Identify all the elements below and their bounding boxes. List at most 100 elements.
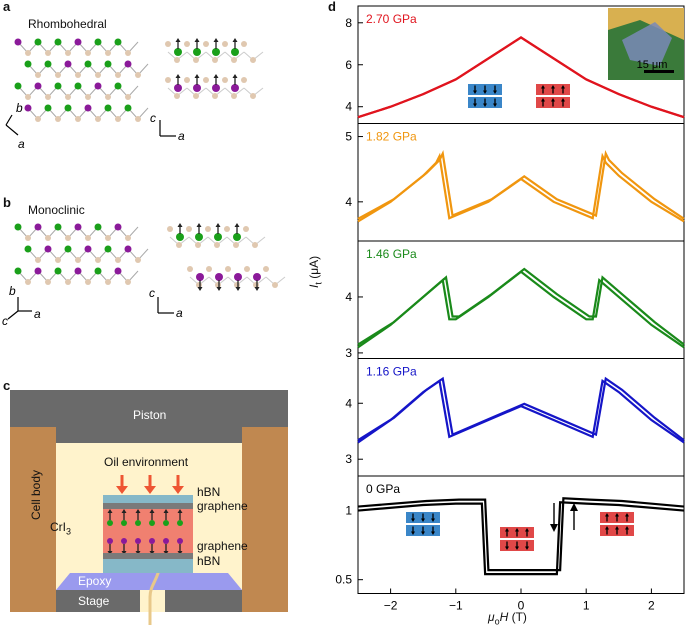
- i-atom: [45, 235, 51, 241]
- epoxy-label: Epoxy: [78, 574, 112, 588]
- monoclinic-top-view: [14, 223, 149, 285]
- i-atom: [25, 279, 31, 285]
- spin-arrowhead: [232, 38, 238, 42]
- i-atom: [125, 235, 131, 241]
- i-atom: [252, 242, 258, 248]
- i-atom: [225, 266, 231, 272]
- cri3-atom: [149, 538, 155, 544]
- y-tick-label: 6: [345, 58, 352, 72]
- rhombohedral-title: Rhombohedral: [28, 17, 107, 31]
- cr-atom: [94, 38, 102, 46]
- monoclinic-lattice-figure: b c a c a: [2, 223, 286, 325]
- spin-arrowhead: [216, 287, 222, 291]
- cr-atom: [24, 60, 32, 68]
- spin-block-arrowhead: [431, 531, 435, 535]
- cr-atom: [74, 82, 82, 90]
- i-atom: [165, 41, 171, 47]
- i-atom: [85, 94, 91, 100]
- i-atom: [222, 41, 228, 47]
- i-atom: [184, 41, 190, 47]
- axes-a-left: [5, 114, 19, 136]
- i-atom: [203, 77, 209, 83]
- spin-block-arrowhead: [421, 531, 425, 535]
- i-atom: [206, 266, 212, 272]
- i-atom: [35, 116, 41, 122]
- spin-arrowhead: [175, 38, 181, 42]
- i-atom: [263, 266, 269, 272]
- y-tick-label: 8: [345, 16, 352, 30]
- cr-atom: [231, 84, 239, 92]
- i-atom: [186, 226, 192, 232]
- y-tick-label: 0.5: [335, 573, 352, 587]
- spin-arrowhead: [232, 74, 238, 78]
- i-atom: [55, 257, 61, 263]
- i-atom: [105, 50, 111, 56]
- series-line-sweep: [357, 497, 685, 572]
- panel-b-letter: b: [3, 195, 11, 210]
- i-atom: [75, 257, 81, 263]
- spin-block-arrowhead: [625, 526, 629, 530]
- cr-atom: [84, 60, 92, 68]
- i-atom: [85, 50, 91, 56]
- cr-atom: [114, 38, 122, 46]
- i-atom: [244, 266, 250, 272]
- cr-atom: [94, 82, 102, 90]
- cr-atom: [74, 267, 82, 275]
- series-line: [357, 501, 685, 576]
- spin-arrowhead: [121, 509, 127, 513]
- y-tick-label: 3: [345, 452, 352, 466]
- panel-a-letter: a: [3, 0, 11, 14]
- cr-atom: [24, 245, 32, 253]
- oil-label: Oil environment: [104, 455, 189, 469]
- cri3-atom: [121, 538, 127, 544]
- sweep-arrowhead: [550, 524, 558, 532]
- cr-atom: [124, 104, 132, 112]
- cr-atom: [34, 223, 42, 231]
- cr-atom: [14, 223, 22, 231]
- i-atom: [184, 77, 190, 83]
- spin-block-arrowhead: [493, 90, 497, 94]
- cr-atom: [24, 104, 32, 112]
- cr-atom: [64, 245, 72, 253]
- series-line-sweep: [357, 376, 685, 442]
- axis-label-b: b: [16, 101, 23, 115]
- cr-atom: [104, 60, 112, 68]
- cr-atom: [233, 233, 241, 241]
- cr-atom: [14, 267, 22, 275]
- panel-d-letter: d: [328, 0, 336, 14]
- series-line-sweep: [357, 36, 685, 119]
- i-atom: [95, 116, 101, 122]
- i-atom: [224, 226, 230, 232]
- i-atom: [105, 279, 111, 285]
- pressure-arrows: [116, 475, 184, 494]
- spin-arrowhead: [213, 38, 219, 42]
- cr-atom: [94, 223, 102, 231]
- cri3-atom: [149, 520, 155, 526]
- series-label: 1.16 GPa: [366, 365, 417, 379]
- cr-atom: [44, 245, 52, 253]
- i-atom: [135, 257, 141, 263]
- monoclinic-side-view: [167, 223, 286, 291]
- cr-atom: [64, 60, 72, 68]
- spin-block-arrowhead: [493, 103, 497, 107]
- spin-block-arrowhead: [551, 98, 555, 102]
- cr-atom: [44, 104, 52, 112]
- epoxy: [56, 573, 242, 590]
- axes-b-left: [7, 297, 32, 320]
- spin-arrowhead: [196, 223, 202, 227]
- cr-atom: [74, 223, 82, 231]
- cri3-atom: [177, 538, 183, 544]
- i-atom: [125, 50, 131, 56]
- graphene-bottom-layer: [103, 553, 193, 559]
- cr-atom: [54, 82, 62, 90]
- cr-atom: [54, 38, 62, 46]
- i-atom: [25, 50, 31, 56]
- i-atom: [125, 94, 131, 100]
- i-atom: [241, 41, 247, 47]
- y-tick-label: 4: [345, 290, 352, 304]
- cr-atom: [196, 273, 204, 281]
- cr-atom: [214, 233, 222, 241]
- spin-block-arrowhead: [605, 513, 609, 517]
- rhombohedral-side-view: [165, 38, 264, 99]
